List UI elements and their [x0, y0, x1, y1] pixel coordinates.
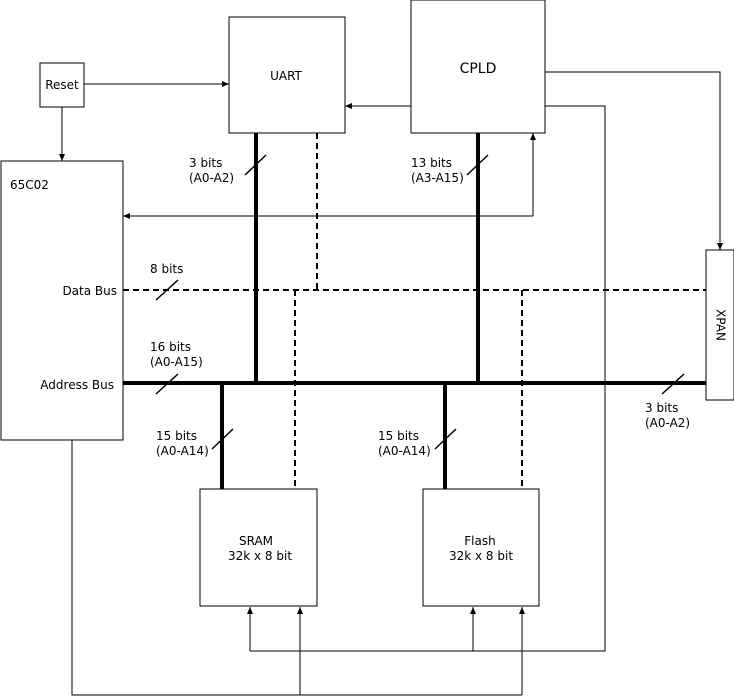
address-bus [123, 133, 706, 489]
address-bus-width-slash [155, 373, 179, 395]
cpld-bus-width-slash [466, 154, 489, 176]
sram-bus-width-slash [211, 428, 234, 450]
uart-bus-width-slash [244, 154, 267, 176]
addr-range-label: (A0-A15) [150, 355, 203, 369]
data-bus-port-label: Data Bus [62, 284, 117, 298]
cpu-label: 65C02 [10, 178, 49, 192]
reset-block: Reset [39, 62, 85, 108]
reset-label: Reset [45, 78, 79, 92]
data-bus [123, 133, 706, 489]
sram-size: 32k x 8 bit [228, 549, 292, 563]
flash-name: Flash [464, 534, 495, 548]
xpan-range-label: (A0-A2) [645, 416, 690, 430]
uart-block: UART [228, 16, 346, 134]
flash-size: 32k x 8 bit [449, 549, 513, 563]
data-bus-width-slash [155, 279, 179, 301]
addr-bits-label: 16 bits [150, 340, 191, 354]
flash-range-label: (A0-A14) [378, 444, 431, 458]
data-bits-label: 8 bits [150, 262, 183, 276]
sram-name: SRAM [239, 534, 273, 548]
cpld-chip-select-line [250, 105, 606, 652]
cpld-to-xpan-line [545, 71, 723, 250]
xpan-bits-label: 3 bits [645, 401, 678, 415]
uart-range-label: (A0-A2) [189, 171, 234, 185]
flash-block: Flash 32k x 8 bit [422, 488, 540, 607]
sram-range-label: (A0-A14) [156, 444, 209, 458]
control-lines [59, 71, 723, 696]
cpld-block: CPLD [410, 0, 546, 134]
xpan-bus-width-slash [661, 373, 685, 395]
cpu-rw-line [71, 440, 522, 696]
bus-width-labels: 3 bits (A0-A2) 13 bits (A3-A15) 8 bits 1… [150, 156, 690, 458]
uart-label: UART [270, 69, 302, 83]
xpan-block: XPAN [705, 249, 734, 401]
cpld-bits-label: 13 bits [411, 156, 452, 170]
cpld-range-label: (A3-A15) [411, 171, 464, 185]
uart-bits-label: 3 bits [189, 156, 222, 170]
address-bus-port-label: Address Bus [40, 378, 114, 392]
xpan-label: XPAN [714, 309, 728, 341]
flash-bus-width-slash [434, 428, 457, 450]
flash-bits-label: 15 bits [378, 429, 419, 443]
sram-block: SRAM 32k x 8 bit [199, 488, 318, 607]
cpld-label: CPLD [460, 61, 497, 77]
cpu-block: 65C02 Data Bus Address Bus [0, 160, 124, 441]
sram-bits-label: 15 bits [156, 429, 197, 443]
